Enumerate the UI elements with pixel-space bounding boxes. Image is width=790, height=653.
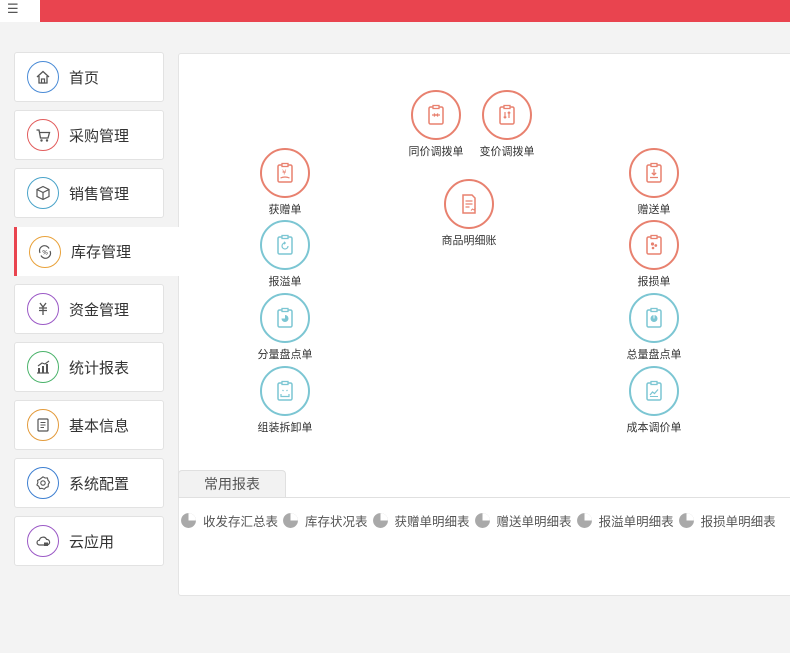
flow-node-loss[interactable]: 报损单 [609,220,699,289]
pie-chart-icon [372,513,388,528]
assembly-icon [260,366,310,416]
pie-chart-icon [576,513,592,528]
sidebar-item-basic-info[interactable]: 基本信息 [14,400,164,450]
flow-node-gift-sent[interactable]: 赠送单 [609,148,699,217]
inventory-icon: % [29,235,61,268]
report-link[interactable]: 获赠单明细表 [372,511,470,530]
sidebar-item-sales[interactable]: 销售管理 [14,168,164,218]
hamburger-icon[interactable]: ☰ [0,0,40,22]
sidebar-item-label: 系统配置 [69,474,130,493]
sidebar-item-label: 资金管理 [69,300,130,319]
report-link[interactable]: 赠送单明细表 [474,511,572,530]
report-link[interactable]: 收发存汇总表 [180,511,278,530]
flow-node-overflow[interactable]: 报溢单 [240,220,330,289]
sidebar-item-home[interactable]: 首页 [14,52,164,102]
svg-text:%: % [42,249,48,256]
transfer-icon [411,90,461,140]
flow-node-assembly[interactable]: 组装拆卸单 [240,366,330,435]
sidebar-item-reports[interactable]: 统计报表 [14,342,164,392]
flow-node-partial-count[interactable]: 分量盘点单 [240,293,330,362]
sidebar-item-label: 采购管理 [69,126,130,145]
sidebar-item-label: 库存管理 [71,243,132,261]
flow-node-variable-price-transfer[interactable]: 变价调拨单 [462,90,552,159]
pie-chart-icon [181,513,196,528]
report-link[interactable]: 报损单明细表 [678,511,776,530]
tab-divider [178,497,790,498]
flow-node-product-ledger[interactable]: 商品明细账 [424,179,514,248]
money-icon [27,293,59,325]
flow-node-total-count[interactable]: 总量盘点单 [609,293,699,362]
report-link[interactable]: 库存状况表 [282,511,368,530]
sidebar-item-cloud[interactable]: 云应用 [14,516,164,566]
sidebar-item-label: 销售管理 [69,184,130,203]
pie-chart-icon [283,513,298,528]
flow-node-same-price-transfer[interactable]: 同价调拨单 [391,90,481,159]
partial-count-icon [260,293,310,343]
transfer-swap-icon [482,90,532,140]
ledger-icon [444,179,494,229]
sidebar-item-label: 统计报表 [69,358,130,377]
report-links: 收发存汇总表 库存状况表 获赠单明细表 赠送单明细表 报溢单明细表 报损单明细表 [180,511,780,530]
box-icon [27,177,59,209]
gift-received-icon: ¥ [260,148,310,198]
total-count-icon [629,293,679,343]
pie-chart-icon [474,513,490,528]
sidebar-item-funds[interactable]: 资金管理 [14,284,164,334]
sidebar-item-purchase[interactable]: 采购管理 [14,110,164,160]
top-bar: ☰ [0,0,790,22]
tab-common-reports[interactable]: 常用报表 [178,470,286,498]
report-link[interactable]: 报溢单明细表 [576,511,674,530]
cart-icon [27,119,59,151]
header-banner [40,0,790,22]
doc-icon [27,409,59,441]
sidebar-item-label: 基本信息 [69,416,130,435]
sidebar-item-label: 云应用 [69,532,115,551]
chart-icon [27,351,59,383]
pie-chart-icon [678,513,694,528]
gift-sent-icon [629,148,679,198]
overflow-icon [260,220,310,270]
sidebar-item-inventory[interactable]: % 库存管理 [14,227,180,276]
svg-text:¥: ¥ [282,169,287,177]
loss-icon [629,220,679,270]
cloud-icon [27,525,59,557]
gear-icon [27,467,59,499]
flow-node-gift-received[interactable]: ¥ 获赠单 [240,148,330,217]
sidebar-item-label: 首页 [69,68,100,87]
flow-node-cost-adjust[interactable]: 成本调价单 [609,366,699,435]
cost-adjust-icon [629,366,679,416]
home-icon [27,61,59,93]
sidebar-item-settings[interactable]: 系统配置 [14,458,164,508]
